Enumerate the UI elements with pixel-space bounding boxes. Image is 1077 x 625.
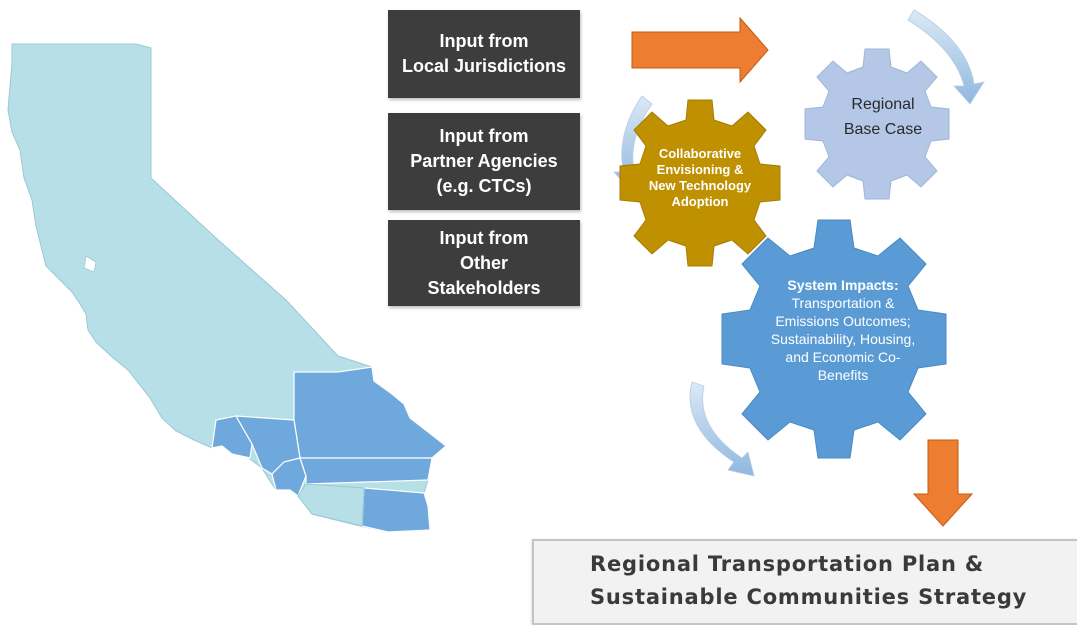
cycle-arrow-icon xyxy=(907,9,985,105)
cycle-arrow-icon xyxy=(689,381,755,477)
input-other-line-3: Stakeholders xyxy=(427,277,541,298)
input-other-stakeholders-box: Input from Other Stakeholders xyxy=(388,220,580,306)
impacts-line-4: and Economic Co- xyxy=(785,349,901,365)
california-map xyxy=(7,43,447,533)
input-other-line-1: Input from xyxy=(439,227,529,248)
impacts-line-3: Sustainability, Housing, xyxy=(770,331,916,347)
county-san-bernardino xyxy=(293,366,447,459)
input-local-line-1: Input from xyxy=(439,31,529,51)
output-line-2: Sustainable Communities Strategy xyxy=(590,585,1028,609)
county-imperial xyxy=(361,487,431,533)
system-impacts-label: System Impacts: Transportation & Emissio… xyxy=(728,276,958,384)
impacts-line-2: Emissions Outcomes; xyxy=(775,313,911,329)
regional-base-case-label: Regional Base Case xyxy=(808,92,958,142)
down-arrow-icon xyxy=(912,439,974,527)
collab-line-2: Envisioning & xyxy=(656,162,744,177)
system-impacts-gear xyxy=(721,219,947,459)
impacts-heading: System Impacts: xyxy=(787,277,899,293)
output-title: Regional Transportation Plan & Sustainab… xyxy=(590,548,1070,614)
county-orange xyxy=(271,457,307,497)
collaborative-gear xyxy=(619,99,781,267)
input-partner-line-3: (e.g. CTCs) xyxy=(436,176,532,196)
input-partner-line-2: Partner Agencies xyxy=(410,151,558,171)
regional-line-1: Regional xyxy=(851,96,915,113)
impacts-line-1: Transportation & xyxy=(791,295,895,311)
input-partner-line-1: Input from xyxy=(439,126,529,146)
collab-line-1: Collaborative xyxy=(658,146,742,161)
regional-line-2: Base Case xyxy=(843,121,923,138)
regional-base-case-gear xyxy=(804,48,950,200)
input-partner-agencies-box: Input from Partner Agencies (e.g. CTCs) xyxy=(388,113,580,210)
output-line-1: Regional Transportation Plan & xyxy=(590,552,984,576)
collaborative-label: Collaborative Envisioning & New Technolo… xyxy=(641,146,759,210)
impacts-line-5: Benefits xyxy=(817,367,869,383)
input-local-jurisdictions-box: Input from Local Jurisdictions xyxy=(388,10,580,98)
input-other-line-2: Other xyxy=(459,252,508,273)
county-san-diego xyxy=(297,483,365,527)
input-local-line-2: Local Jurisdictions xyxy=(401,56,567,76)
collab-line-4: Adoption xyxy=(671,194,729,209)
right-arrow-icon xyxy=(631,16,769,84)
collab-line-3: New Technology xyxy=(648,178,752,193)
bay-notch xyxy=(83,255,97,273)
county-riverside xyxy=(299,457,433,485)
